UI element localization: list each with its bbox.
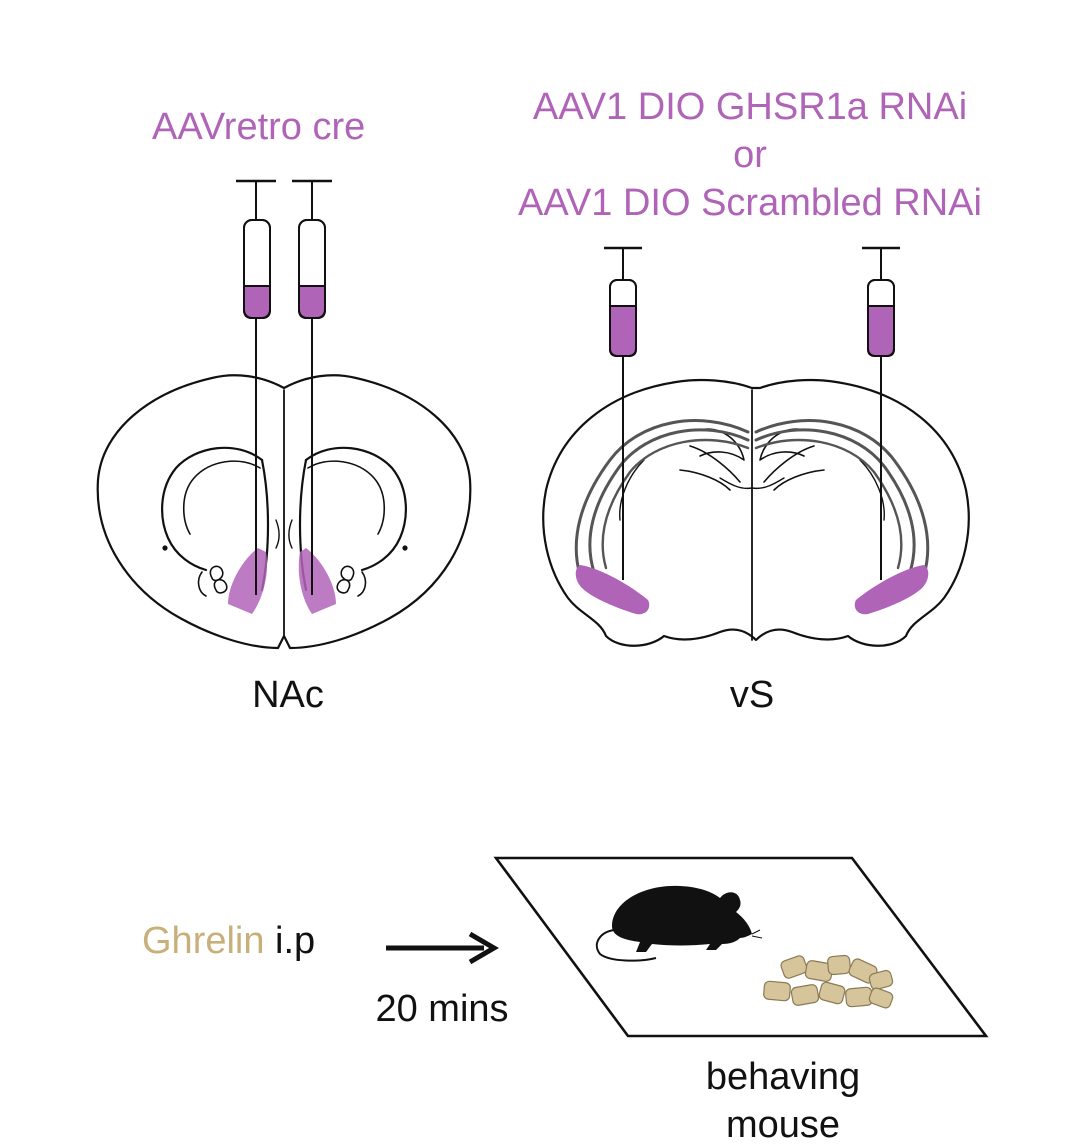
behaving-label-line2: mouse — [725, 1104, 841, 1146]
time-label: 20 mins — [375, 988, 509, 1030]
ghrelin-label: Ghrelin — [142, 920, 265, 962]
vs-region-label: vS — [729, 674, 775, 716]
nac-injection-sites — [228, 548, 336, 614]
arrow-right-icon — [386, 931, 499, 965]
ghrelin-ip-label: Ghrelin i.p — [142, 922, 315, 960]
nac-region-label: NAc — [252, 674, 324, 716]
mouse-icon — [595, 885, 763, 962]
food-pellets-icon — [763, 954, 894, 1009]
nac-brain-section — [96, 374, 472, 650]
nac-virus-label: AAVretro cre — [152, 106, 366, 148]
syringe-icon — [292, 179, 332, 319]
syringe-icon — [604, 246, 642, 357]
behavior-arena — [493, 856, 989, 1038]
vs-virus-label-line2: or — [733, 134, 767, 176]
vs-virus-label-line3: AAV1 DIO Scrambled RNAi — [518, 182, 982, 224]
ip-label: i.p — [264, 920, 316, 962]
nac-syringes — [236, 179, 332, 595]
syringe-icon — [862, 246, 900, 357]
vs-white-matter-tracts — [574, 419, 930, 577]
vs-injection-sites — [575, 565, 929, 615]
behaving-label-line1: behaving — [705, 1056, 861, 1098]
vs-syringes — [604, 246, 900, 580]
syringe-icon — [236, 179, 276, 319]
vs-virus-label-line1: AAV1 DIO GHSR1a RNAi — [532, 86, 968, 128]
